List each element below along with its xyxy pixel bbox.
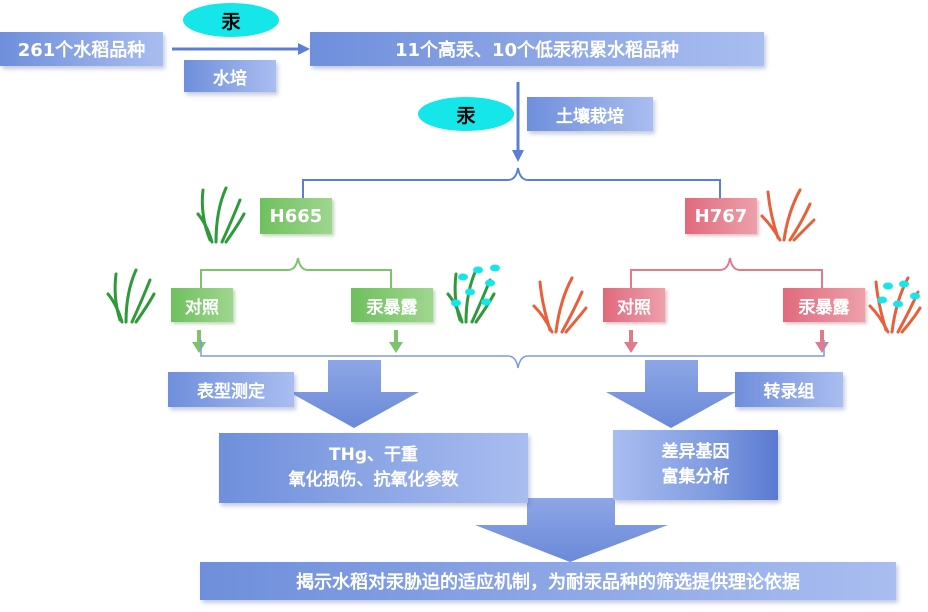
phenotype-result-box: THg、干重 氧化损伤、抗氧化参数: [219, 433, 528, 503]
h665-control-box: 对照: [171, 288, 233, 322]
big-arrow-phenotype: [289, 360, 419, 428]
phenotype-result-line2: 氧化损伤、抗氧化参数: [288, 470, 459, 490]
green-arrow-2: [389, 342, 403, 353]
h665-bracket: [200, 257, 392, 288]
transcriptome-box: 转录组: [735, 372, 843, 407]
h767-bracket: [630, 257, 823, 288]
h767-exposure-box: 汞暴露: [783, 288, 865, 322]
big-arrow-transcriptome: [606, 360, 736, 428]
conclusion-box: 揭示水稻对汞胁迫的适应机制，为耐汞品种的筛选提供理论依据: [200, 562, 896, 600]
transcriptome-result-line1: 差异基因: [661, 442, 730, 463]
h665-box: H665: [260, 198, 332, 234]
h767-box: H767: [685, 198, 757, 234]
soil-culture-box: 土壤栽培: [527, 97, 653, 131]
big-arrow-conclusion: [475, 498, 668, 562]
red-arrow-2: [815, 342, 829, 353]
red-arrow-1: [624, 342, 638, 353]
phenotype-box: 表型测定: [168, 372, 294, 407]
screened-varieties-box: 11个高汞、10个低汞积累水稻品种: [310, 32, 764, 66]
merge-bracket: [200, 340, 825, 369]
phenotype-result-line1: THg、干重: [329, 445, 418, 466]
hydroponic-box: 水培: [184, 60, 276, 92]
mercury-drops-red-icon: [877, 280, 920, 308]
green-arrow-1: [192, 342, 206, 353]
h665-exposure-box: 汞暴露: [351, 288, 433, 322]
mercury-label-top: 汞: [183, 3, 279, 37]
mercury-label-soil: 汞: [418, 97, 514, 131]
transcriptome-result-box: 差异基因 富集分析: [613, 430, 778, 500]
mercury-drops-green-icon: [451, 264, 500, 307]
varieties-261-box: 261个水稻品种: [0, 32, 163, 66]
transcriptome-result-line2: 富集分析: [661, 467, 730, 487]
h767-control-box: 对照: [603, 288, 665, 322]
cultivar-bracket: [302, 167, 721, 198]
